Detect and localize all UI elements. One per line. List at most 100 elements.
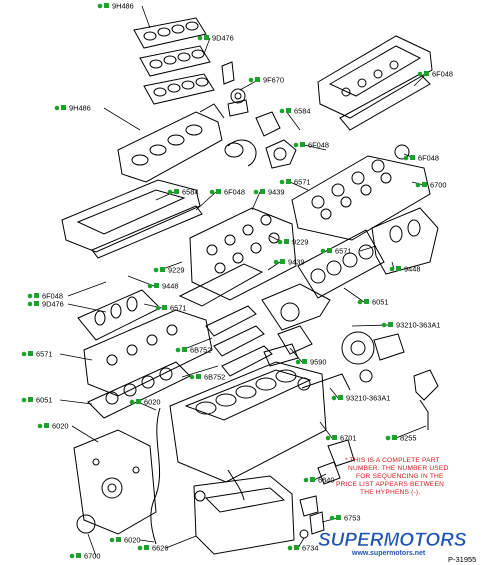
oil-pan	[193, 475, 295, 555]
svg-text:6F048: 6F048	[224, 188, 245, 197]
svg-text:6571: 6571	[36, 350, 52, 359]
svg-text:6F048: 6F048	[418, 154, 439, 163]
note-line-4: PRICE LIST APPEARS BETWEEN	[336, 481, 444, 488]
svg-text:6571: 6571	[335, 247, 351, 256]
callout-8255: 8255	[385, 434, 416, 443]
svg-text:9448: 9448	[404, 265, 420, 274]
svg-text:9439: 9439	[268, 188, 284, 197]
callout-6700-bottom: 6700	[69, 552, 100, 561]
svg-text:6734: 6734	[302, 544, 318, 553]
callout-6584-left: 6584	[167, 188, 198, 197]
callout-6753: 6753	[329, 514, 360, 523]
callout-9h486-mid: 9H486	[54, 104, 91, 113]
callout-6020-bottom: 6020	[109, 536, 140, 545]
svg-text:6840: 6840	[318, 476, 334, 485]
callout-6571-left: 6571	[21, 350, 52, 359]
svg-text:93210-363A1: 93210-363A1	[396, 321, 440, 330]
exhaust-manifold-right	[371, 207, 439, 275]
callout-9590: 9590	[295, 358, 326, 367]
callout-6f048-mid-right: 6F048	[293, 141, 329, 150]
callout-6571-upper-right: 6571	[279, 178, 310, 187]
svg-text:6753: 6753	[344, 514, 360, 523]
callout-9448-right: 9448	[389, 265, 420, 274]
svg-text:6584: 6584	[182, 188, 198, 197]
svg-text:6B752: 6B752	[190, 346, 211, 355]
svg-text:6F048: 6F048	[432, 70, 453, 79]
callout-9f670: 9F670	[248, 76, 284, 85]
head-gasket-right	[297, 229, 385, 299]
callout-9439-lower: 9439	[273, 258, 304, 267]
oil-filter-adapter	[299, 439, 355, 517]
callout-6020-center: 6020	[129, 398, 160, 407]
callout-9448-left: 9448	[147, 282, 178, 291]
svg-text:6571: 6571	[170, 304, 186, 313]
svg-text:6584: 6584	[294, 107, 310, 116]
callout-6020-left: 6020	[37, 422, 68, 431]
water-outlet-assembly	[261, 283, 331, 367]
cylinder-head-left	[189, 207, 297, 301]
svg-text:9H486: 9H486	[69, 104, 91, 113]
callout-6051-right: 6051	[357, 298, 388, 307]
callout-6584-right: 6584	[279, 107, 310, 116]
svg-text:9D476: 9D476	[212, 34, 234, 43]
front-crank-seal	[76, 514, 96, 534]
cylinder-head-right	[291, 155, 431, 241]
svg-text:6020: 6020	[144, 398, 160, 407]
part-number-note: * THIS IS A COMPLETE PART NUMBER. THE NU…	[336, 457, 449, 496]
thermostat-housing	[413, 369, 439, 430]
callout-6840: 6840	[303, 476, 334, 485]
note-line-2: NUMBER. THE NUMBER USED	[348, 465, 449, 472]
svg-text:6051: 6051	[36, 396, 52, 405]
note-line-5: THE HYPHENS (-).	[360, 489, 420, 496]
svg-text:6571: 6571	[294, 178, 310, 187]
callout-6f048-far-right: 6F048	[403, 154, 439, 163]
timing-cover	[73, 429, 157, 535]
callout-9229-left: 9229	[153, 266, 184, 275]
svg-text:6020: 6020	[124, 536, 140, 545]
engine-parts-artwork	[61, 17, 439, 555]
svg-text:9229: 9229	[292, 238, 308, 247]
note-line-3: FOR SEQUENCING IN THE	[356, 473, 444, 480]
watermark-url: www.supermotors.net	[351, 550, 426, 557]
intake-manifold-gasket-upper	[133, 17, 215, 105]
callout-9d476-left: 9D476	[27, 300, 64, 309]
intake-manifold	[117, 103, 225, 183]
svg-text:6700: 6700	[84, 552, 100, 561]
callout-93210-upper: 93210-363A1	[381, 321, 440, 330]
oil-filter	[309, 511, 325, 535]
callout-6f048-top-right: 6F048	[417, 70, 453, 79]
callout-6700-upper: 6700	[415, 181, 446, 190]
callout-6734: 6734	[287, 544, 318, 553]
callout-6b752-upper: 6B752	[175, 346, 211, 355]
callout-9h486-top: 9H486	[97, 2, 134, 11]
callout-labels: 9H486 9D476 9F670 6F048 9H486 6584 6F048…	[21, 2, 453, 561]
svg-text:6B752: 6B752	[204, 373, 225, 382]
callout-9d476-top: 9D476	[197, 34, 234, 43]
svg-text:6F048: 6F048	[308, 141, 329, 150]
valve-cover-left	[61, 179, 203, 259]
callout-93210-lower: 93210-363A1	[331, 394, 390, 403]
callout-6626: 6626	[137, 544, 168, 553]
callout-6f048-left-mid: 6F048	[209, 188, 245, 197]
svg-text:9439: 9439	[288, 258, 304, 267]
oil-drain-plug	[299, 529, 309, 539]
svg-text:6701: 6701	[340, 434, 356, 443]
svg-text:6626: 6626	[152, 544, 168, 553]
svg-text:9448: 9448	[162, 282, 178, 291]
callout-6571-right: 6571	[320, 247, 351, 256]
callout-6571-left-mid: 6571	[155, 304, 186, 313]
svg-text:9590: 9590	[310, 358, 326, 367]
callout-6f048-left: 6F048	[27, 292, 63, 301]
svg-text:9F670: 9F670	[263, 76, 284, 85]
intake-gaskets-middle	[205, 305, 273, 377]
water-pump	[341, 331, 405, 383]
svg-text:9D476: 9D476	[42, 300, 64, 309]
svg-text:6051: 6051	[372, 298, 388, 307]
dipstick-tube	[150, 407, 161, 545]
callout-9229-right: 9229	[277, 238, 308, 247]
callout-6051-left: 6051	[21, 396, 52, 405]
engine-block	[169, 361, 351, 483]
watermark-brand: SUPERMOTORS	[318, 530, 467, 551]
svg-text:9229: 9229	[168, 266, 184, 275]
